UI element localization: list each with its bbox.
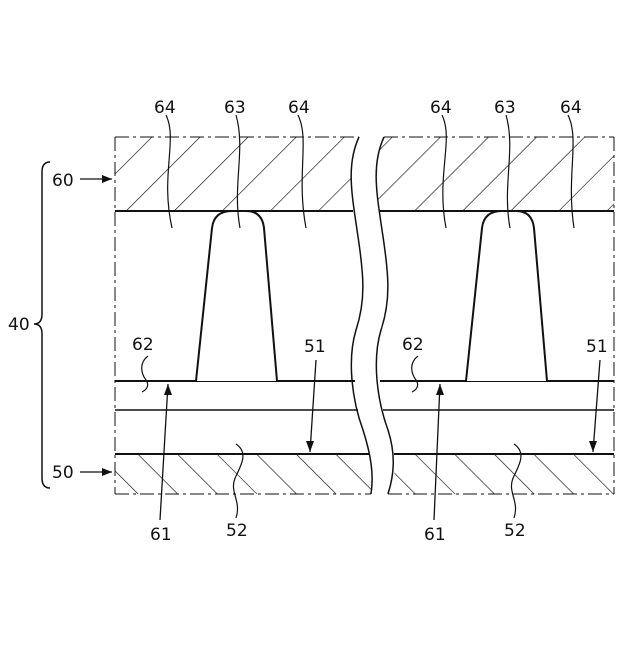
- break-line-left: [351, 137, 372, 494]
- spacer-right: [466, 211, 547, 381]
- label-64-right-a: 64: [430, 98, 452, 118]
- lower-substrate-right: [388, 454, 614, 494]
- assembly-brace: [34, 162, 50, 488]
- label-60: 60: [52, 171, 74, 191]
- label-63-left: 63: [224, 98, 246, 118]
- label-64-left-b: 64: [288, 98, 310, 118]
- label-61-left: 61: [150, 525, 172, 545]
- label-63-right: 63: [494, 98, 516, 118]
- label-64-right-b: 64: [560, 98, 582, 118]
- right-panel: [376, 137, 614, 494]
- label-51-left: 51: [304, 337, 326, 357]
- label-62-right: 62: [402, 335, 424, 355]
- label-52-right: 52: [504, 521, 526, 541]
- label-40: 40: [8, 315, 30, 335]
- label-51-right: 51: [586, 337, 608, 357]
- label-50: 50: [52, 463, 74, 483]
- label-61-right: 61: [424, 525, 446, 545]
- spacer-left: [196, 211, 277, 381]
- lower-substrate-left: [115, 454, 372, 494]
- label-62-left: 62: [132, 335, 154, 355]
- upper-substrate-right: [376, 137, 614, 211]
- left-panel: [115, 137, 372, 494]
- label-52-left: 52: [226, 521, 248, 541]
- label-64-left-a: 64: [154, 98, 176, 118]
